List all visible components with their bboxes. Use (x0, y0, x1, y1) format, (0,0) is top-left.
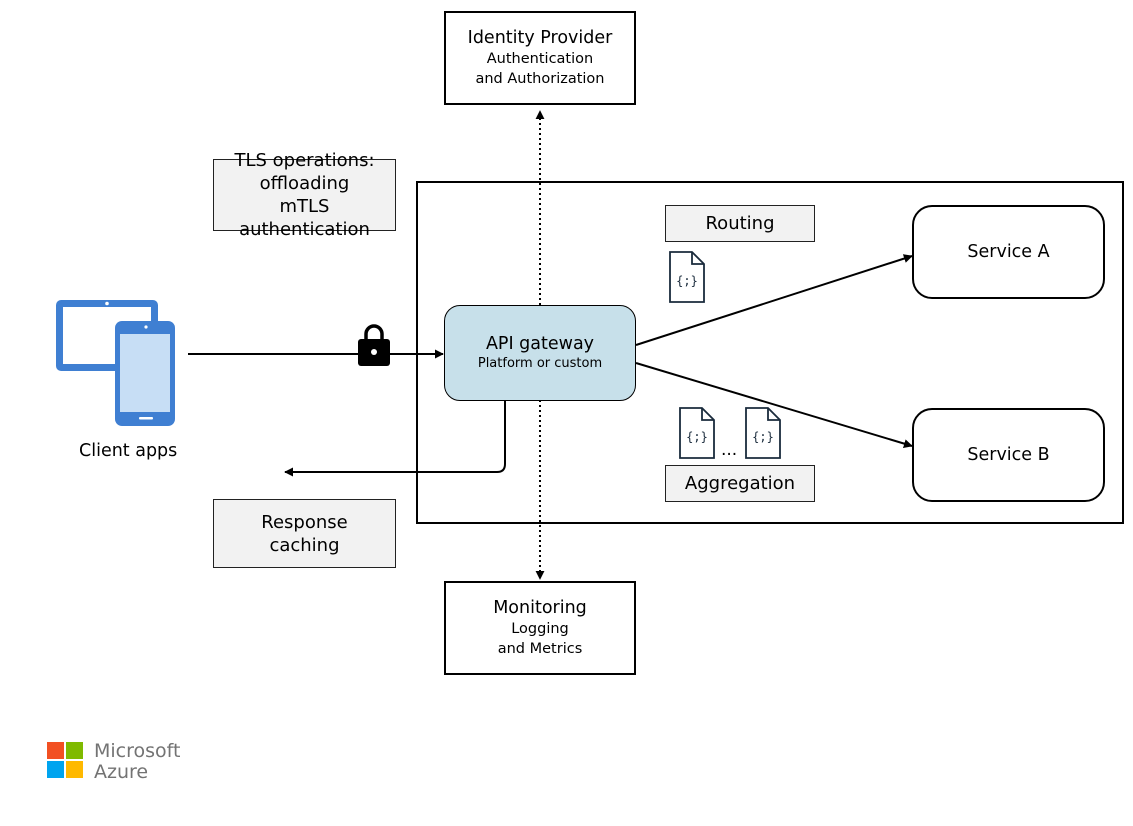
api-gateway-subtitle: Platform or custom (477, 356, 603, 371)
tls-operations-box: TLS operations: offloading mTLS authenti… (213, 150, 396, 240)
tls-line2: offloading (259, 173, 350, 194)
aggregation-label: Aggregation (684, 473, 796, 494)
routing-box: Routing (665, 205, 815, 242)
identity-provider-line1: Authentication (486, 51, 594, 67)
routing-label: Routing (705, 213, 775, 234)
monitoring-line1: Logging (511, 621, 569, 637)
lock-icon (358, 324, 390, 366)
aggregation-file-icon-2: {;} (745, 407, 781, 459)
service-a-box: Service A (912, 205, 1105, 299)
gateway-to-service-a-arrow (635, 254, 913, 346)
response-caching-box: Response caching (213, 499, 396, 568)
logo-line2: Azure (94, 761, 149, 783)
api-gateway-box: API gateway Platform or custom (444, 305, 636, 401)
aggregation-box: Aggregation (665, 465, 815, 502)
api-gateway-title: API gateway (485, 334, 595, 354)
gateway-to-service-b-arrow (635, 362, 913, 448)
tls-line1: TLS operations: (234, 150, 375, 171)
identity-provider-title: Identity Provider (467, 28, 613, 48)
aggregation-file-icon-2-text: {;} (752, 430, 774, 444)
service-b-label: Service B (967, 445, 1050, 465)
routing-file-icon: {;} (669, 251, 705, 303)
response-caching-line1: Response (261, 511, 348, 533)
tls-line3: mTLS authentication (239, 196, 370, 240)
identity-provider-box: Identity Provider Authentication and Aut… (444, 11, 636, 105)
routing-file-icon-text: {;} (676, 274, 698, 288)
microsoft-azure-logo-text: Microsoft Azure (94, 741, 180, 783)
monitoring-line2: and Metrics (497, 641, 583, 657)
gateway-container (416, 181, 1124, 524)
response-caching-line2: caching (269, 534, 340, 556)
service-b-box: Service B (912, 408, 1105, 502)
aggregation-file-icon-1: {;} (679, 407, 715, 459)
monitoring-box: Monitoring Logging and Metrics (444, 581, 636, 675)
response-return-arrow (284, 400, 506, 477)
microsoft-logo-icon (47, 742, 83, 778)
monitoring-title: Monitoring (493, 598, 587, 618)
identity-provider-line2: and Authorization (475, 71, 605, 87)
aggregation-file-icon-1-text: {;} (686, 430, 708, 444)
service-a-label: Service A (967, 242, 1050, 262)
client-devices-icon (56, 300, 175, 426)
aggregation-ellipsis: ... (721, 440, 738, 460)
logo-line1: Microsoft (94, 740, 181, 762)
client-apps-label: Client apps (79, 441, 178, 461)
